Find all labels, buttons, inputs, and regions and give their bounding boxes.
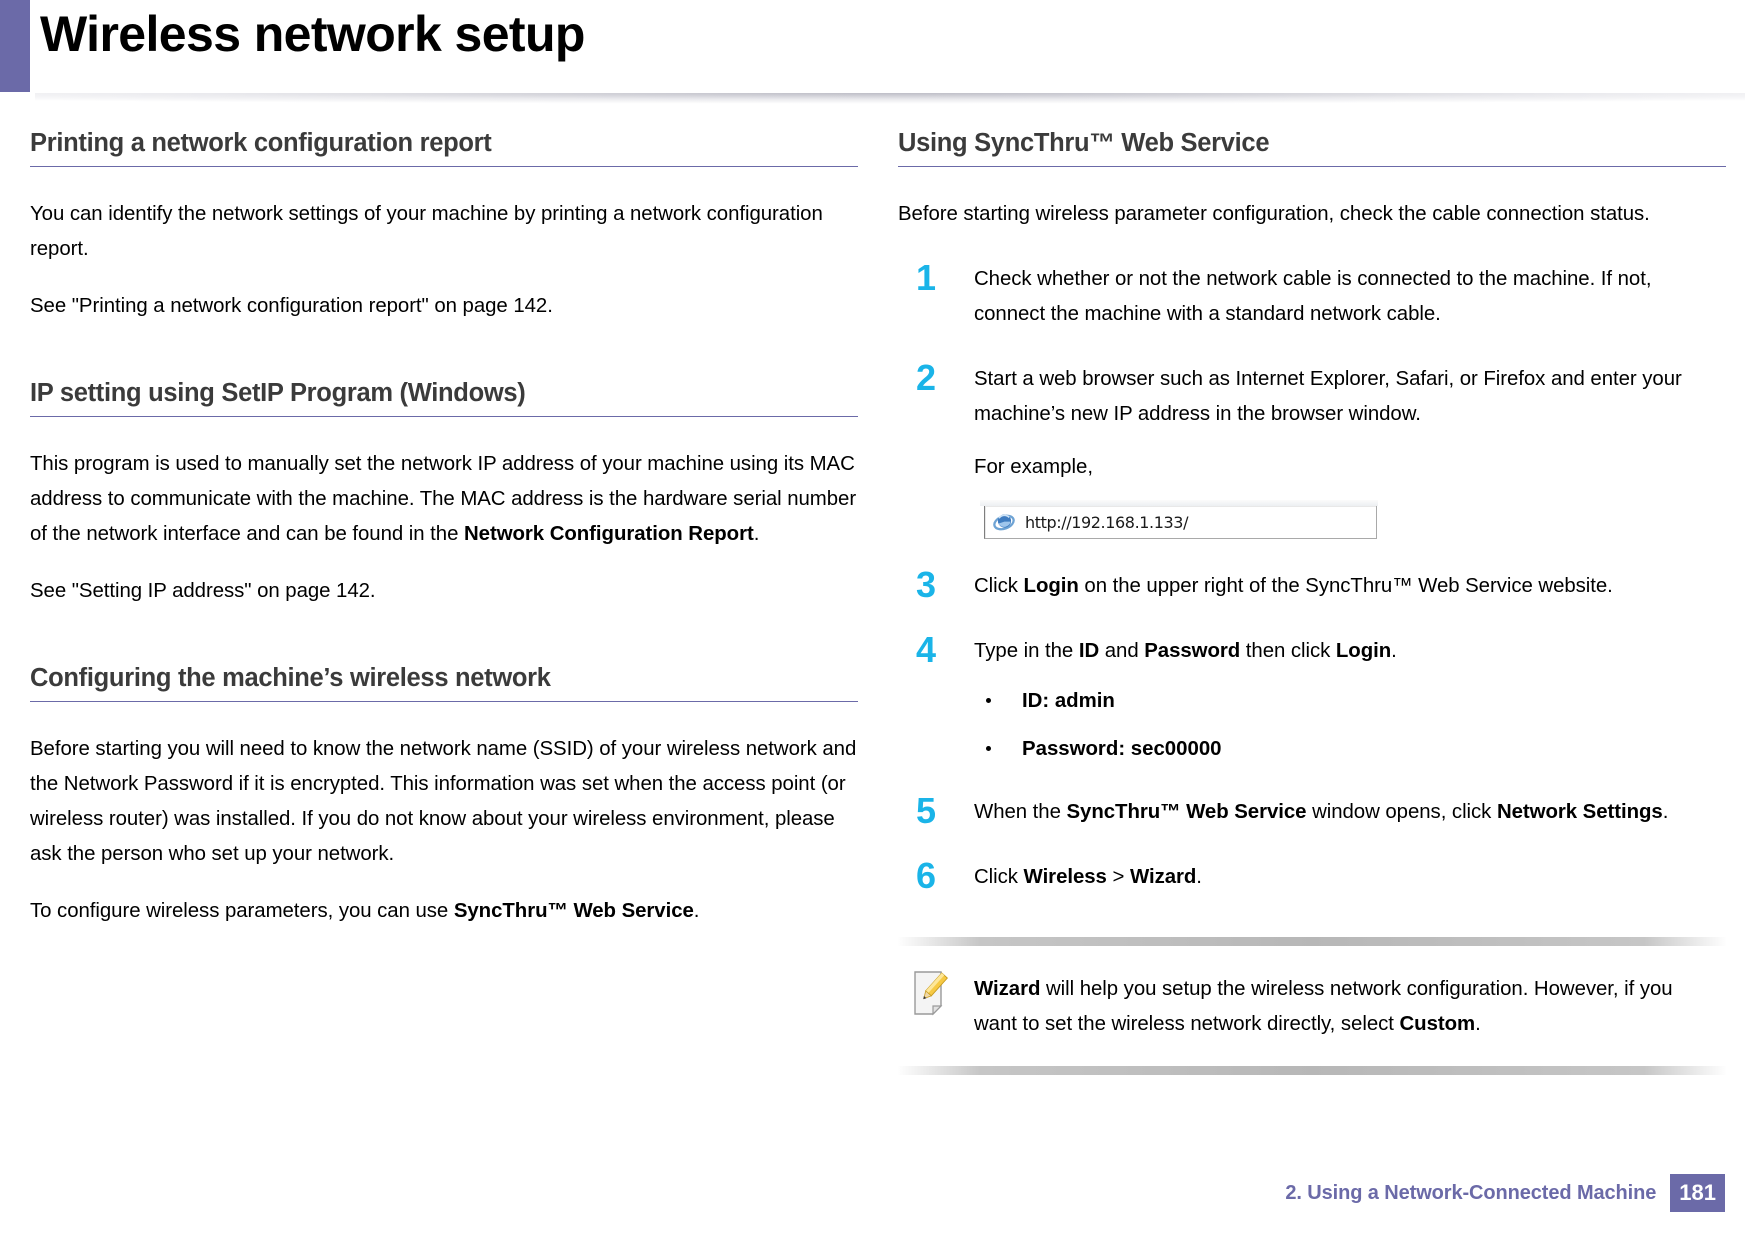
step-4-mid-2: then click — [1240, 640, 1336, 662]
internet-explorer-icon — [993, 511, 1015, 533]
step-6-mid: > — [1106, 866, 1130, 888]
right-column: Using SyncThru™ Web Service Before start… — [898, 128, 1726, 1075]
step-number-6: 6 — [916, 855, 937, 896]
step-number-3: 3 — [916, 564, 937, 605]
step-4-bold-password: Password — [1144, 640, 1241, 662]
configure-text-post: . — [693, 900, 700, 922]
step-4-post: . — [1391, 640, 1397, 662]
page-title: Wireless network setup — [40, 6, 585, 62]
step-6-bold-wizard: Wizard — [1129, 866, 1197, 888]
step-number-1: 1 — [916, 257, 937, 298]
footer-chapter-label: 2. Using a Network-Connected Machine — [1285, 1182, 1657, 1204]
step-2-text: Start a web browser such as Internet Exp… — [974, 368, 1682, 425]
step-6-post: . — [1196, 866, 1202, 888]
step-6-bold-wireless: Wireless — [1023, 866, 1107, 888]
step-3-bold-login: Login — [1023, 575, 1079, 597]
step-6-text: Click Wireless > Wizard. — [974, 860, 1726, 895]
step-1: 1 Check whether or not the network cable… — [898, 257, 1726, 332]
paragraph-see-printing-report: See "Printing a network configuration re… — [30, 295, 553, 317]
paragraph-before-wireless-config: Before starting wireless parameter confi… — [898, 203, 1650, 225]
page-footer: 2. Using a Network-Connected Machine 181 — [1285, 1174, 1725, 1212]
step-5-mid: window opens, click — [1306, 801, 1497, 823]
configure-text-bold: SyncThru™ Web Service — [453, 900, 694, 922]
step-5-text: When the SyncThru™ Web Service window op… — [974, 795, 1726, 830]
note-text: Wizard will help you setup the wireless … — [974, 972, 1710, 1042]
footer-page-number: 181 — [1670, 1174, 1725, 1212]
step-5-bold-syncthru: SyncThru™ Web Service — [1066, 801, 1307, 823]
step-number-5: 5 — [916, 790, 937, 831]
header-shadow-divider — [35, 93, 1745, 107]
browser-address-bar-figure: http://192.168.1.133/ — [980, 500, 1378, 539]
paragraph-identify-settings: You can identify the network settings of… — [30, 203, 823, 260]
step-5-post: . — [1662, 801, 1669, 823]
paragraph-see-setting-ip: See "Setting IP address" on page 142. — [30, 580, 376, 602]
credential-password-text: Password: sec00000 — [1022, 738, 1222, 760]
address-bar[interactable]: http://192.168.1.133/ — [980, 500, 1378, 539]
note-text-1: will help you setup the wireless network… — [974, 978, 1673, 1035]
credential-id-text: ID: admin — [1022, 690, 1115, 712]
section-heading-configuring-wireless: Configuring the machine’s wireless netwo… — [30, 663, 858, 702]
step-3-post: on the upper right of the SyncThru™ Web … — [1078, 575, 1613, 597]
step-4-bold-id: ID — [1078, 640, 1100, 662]
section-heading-printing-report: Printing a network configuration report — [30, 128, 858, 167]
paragraph-before-starting: Before starting you will need to know th… — [30, 738, 857, 865]
step-4-pre: Type in the — [974, 640, 1079, 662]
step-1-text: Check whether or not the network cable i… — [974, 268, 1652, 325]
step-3: 3 Click Login on the upper right of the … — [898, 564, 1726, 605]
step-3-pre: Click — [974, 575, 1024, 597]
left-column: Printing a network configuration report … — [30, 128, 858, 929]
section-heading-ip-setting-setip: IP setting using SetIP Program (Windows) — [30, 378, 858, 417]
note-callout-box: Wizard will help you setup the wireless … — [898, 937, 1726, 1075]
step-6: 6 Click Wireless > Wizard. — [898, 855, 1726, 896]
note-text-2: . — [1475, 1013, 1481, 1035]
section-heading-using-syncthru: Using SyncThru™ Web Service — [898, 128, 1726, 167]
note-pencil-icon — [912, 970, 950, 1016]
credential-bullet-id: ID: admin — [974, 685, 1726, 717]
header-accent-bar — [0, 0, 30, 92]
address-bar-url-text: http://192.168.1.133/ — [1025, 512, 1189, 532]
setip-text-post: . — [753, 523, 760, 545]
bullet-dot-icon — [986, 698, 991, 703]
page-header: Wireless network setup — [0, 0, 1755, 92]
note-bold-custom: Custom — [1399, 1013, 1476, 1035]
step-4-bold-login: Login — [1335, 640, 1392, 662]
paragraph-setip-description: This program is used to manually set the… — [30, 447, 858, 552]
paragraph-configure-parameters: To configure wireless parameters, you ca… — [30, 894, 858, 929]
step-4-mid-1: and — [1099, 640, 1145, 662]
step-2: 2 Start a web browser such as Internet E… — [898, 357, 1726, 539]
step-3-text: Click Login on the upper right of the Sy… — [974, 569, 1726, 604]
step-4: 4 Type in the ID and Password then click… — [898, 629, 1726, 765]
step-5-pre: When the — [974, 801, 1067, 823]
step-5: 5 When the SyncThru™ Web Service window … — [898, 790, 1726, 831]
configure-text-pre: To configure wireless parameters, you ca… — [30, 900, 454, 922]
credential-bullet-password: Password: sec00000 — [974, 733, 1726, 765]
step-number-4: 4 — [916, 629, 937, 670]
setip-text-pre: This program is used to manually set the… — [30, 453, 857, 545]
step-6-pre: Click — [974, 866, 1024, 888]
note-bold-wizard: Wizard — [974, 978, 1041, 1000]
step-5-bold-network-settings: Network Settings — [1496, 801, 1663, 823]
setip-text-bold: Network Configuration Report — [463, 523, 754, 545]
step-2-example-label: For example, — [974, 456, 1093, 478]
bullet-dot-icon — [986, 746, 991, 751]
step-number-2: 2 — [916, 357, 937, 398]
step-4-text: Type in the ID and Password then click L… — [974, 634, 1726, 669]
